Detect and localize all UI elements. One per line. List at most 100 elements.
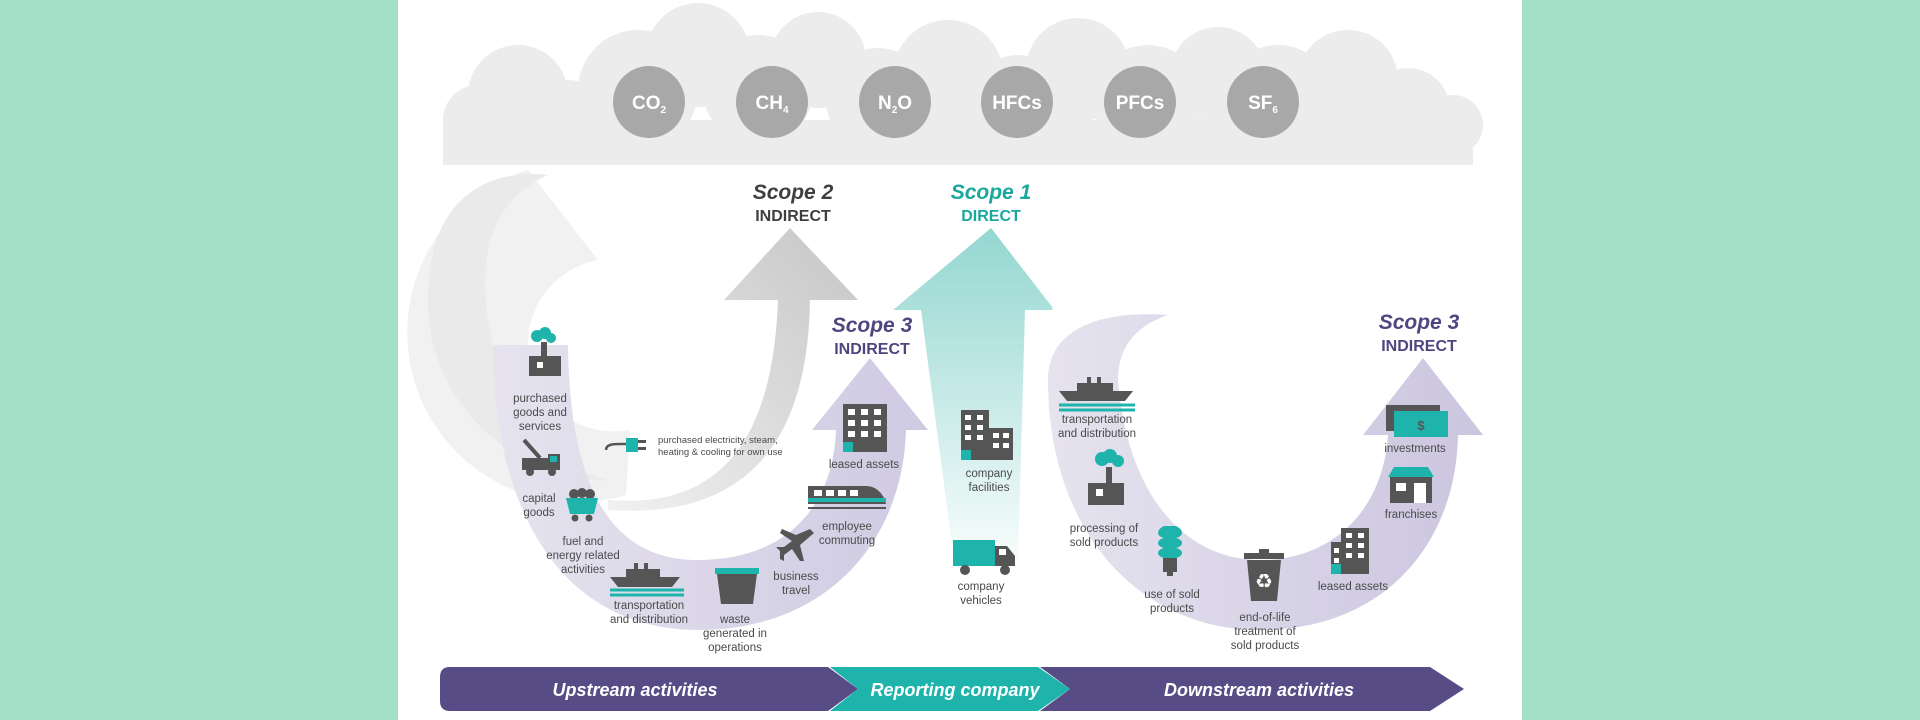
svg-text:Scope 1: Scope 1 xyxy=(951,181,1032,204)
label-purchased-electricity: purchased electricity, steam, heating & … xyxy=(658,435,783,458)
svg-text:waste: waste xyxy=(719,614,750,626)
scope3-upstream-arrow xyxy=(493,345,928,630)
scope2-heading: Scope 2 INDIRECT xyxy=(753,181,834,225)
label-franchises: franchises xyxy=(1385,509,1438,521)
svg-text:INDIRECT: INDIRECT xyxy=(755,208,831,225)
svg-text:heating & cooling for own use: heating & cooling for own use xyxy=(658,447,783,458)
money-icon: $ xyxy=(1386,405,1448,437)
upstream-band xyxy=(440,667,858,711)
svg-text:fuel and: fuel and xyxy=(563,536,604,548)
svg-text:investments: investments xyxy=(1384,443,1446,455)
svg-text:travel: travel xyxy=(782,585,810,597)
reporting-band xyxy=(830,667,1070,711)
svg-text:purchased electricity, steam,: purchased electricity, steam, xyxy=(658,435,778,446)
svg-text:leased assets: leased assets xyxy=(1318,581,1389,593)
svg-text:company: company xyxy=(966,468,1013,480)
gas-sf6: SF6 xyxy=(1227,66,1299,138)
label-capital-goods: capital goods xyxy=(522,493,555,519)
svg-text:capital: capital xyxy=(522,493,555,505)
label-purchased-goods: purchased goods and services xyxy=(513,393,567,433)
activity-band: Upstream activities Reporting company Do… xyxy=(440,667,1464,711)
office-building-icon xyxy=(1331,528,1369,574)
diagram-canvas: CO2 CH4 N2O HFCs PFCs SF6 xyxy=(398,0,1522,720)
svg-text:leased assets: leased assets xyxy=(829,459,900,471)
svg-text:Scope 2: Scope 2 xyxy=(753,181,834,204)
svg-text:transportation: transportation xyxy=(1062,414,1132,426)
airplane-icon xyxy=(776,529,814,561)
gas-hfcs: HFCs xyxy=(981,66,1053,138)
gas-pfcs: PFCs xyxy=(1104,66,1176,138)
svg-text:vehicles: vehicles xyxy=(960,595,1002,607)
truck-icon xyxy=(953,540,1015,575)
factory-icon xyxy=(529,327,561,376)
svg-text:business: business xyxy=(773,571,819,583)
svg-text:$: $ xyxy=(1417,418,1425,433)
label-use-sold: use of sold products xyxy=(1144,589,1200,615)
coal-cart-icon xyxy=(566,488,598,522)
upstream-band-label: Upstream activities xyxy=(552,680,717,700)
svg-text:sold products: sold products xyxy=(1070,537,1139,549)
scope1-arrow xyxy=(893,228,1053,560)
label-employee-commuting: employee commuting xyxy=(819,521,875,547)
svg-text:purchased: purchased xyxy=(513,393,567,405)
scope2-arrow xyxy=(407,170,858,511)
lightbulb-icon xyxy=(1158,526,1182,576)
train-icon xyxy=(808,486,886,509)
svg-text:goods: goods xyxy=(523,507,555,519)
label-company-vehicles: company vehicles xyxy=(958,581,1005,607)
downstream-band-label: Downstream activities xyxy=(1164,680,1354,700)
gas-n2o: N2O xyxy=(859,66,931,138)
downstream-band xyxy=(1040,667,1464,711)
svg-text:and distribution: and distribution xyxy=(610,614,688,626)
cloud-bank xyxy=(443,3,1483,165)
label-investments: investments xyxy=(1384,443,1446,455)
label-leased-assets-downstream: leased assets xyxy=(1318,581,1389,593)
svg-text:SF6: SF6 xyxy=(1248,93,1278,116)
svg-text:INDIRECT: INDIRECT xyxy=(1381,338,1457,355)
svg-text:services: services xyxy=(519,421,561,433)
label-company-facilities: company facilities xyxy=(966,468,1013,494)
svg-text:CO2: CO2 xyxy=(632,93,667,116)
svg-text:Scope 3: Scope 3 xyxy=(1379,311,1460,334)
svg-text:treatment of: treatment of xyxy=(1234,626,1296,638)
ship-icon xyxy=(610,563,684,597)
label-transport-upstream: transportation and distribution xyxy=(610,600,688,626)
office-building-icon xyxy=(843,404,887,452)
crane-truck-icon xyxy=(522,438,560,476)
plug-icon xyxy=(604,438,646,452)
svg-text:company: company xyxy=(958,581,1005,593)
svg-text:generated in: generated in xyxy=(703,628,767,640)
svg-text:end-of-life: end-of-life xyxy=(1239,612,1290,624)
svg-text:use of sold: use of sold xyxy=(1144,589,1200,601)
factory-icon xyxy=(1088,449,1124,505)
svg-text:N2O: N2O xyxy=(878,93,912,116)
company-facilities-icon xyxy=(961,410,1013,460)
scope3-downstream-arrow xyxy=(1048,314,1483,630)
svg-text:employee: employee xyxy=(822,521,872,533)
svg-text:INDIRECT: INDIRECT xyxy=(834,341,910,358)
gas-ch4: CH4 xyxy=(736,66,808,138)
svg-text:♻: ♻ xyxy=(1255,569,1273,593)
label-leased-assets-upstream: leased assets xyxy=(829,459,900,471)
svg-text:HFCs: HFCs xyxy=(992,93,1042,114)
reporting-band-label: Reporting company xyxy=(870,680,1040,700)
label-processing: processing of sold products xyxy=(1070,523,1139,549)
label-fuel-energy: fuel and energy related activities xyxy=(546,536,620,576)
svg-text:activities: activities xyxy=(561,564,605,576)
svg-text:franchises: franchises xyxy=(1385,509,1438,521)
svg-text:facilities: facilities xyxy=(969,482,1010,494)
scope1-heading: Scope 1 DIRECT xyxy=(951,181,1032,225)
svg-text:CH4: CH4 xyxy=(755,93,788,116)
storefront-icon xyxy=(1388,467,1434,503)
label-end-of-life: end-of-life treatment of sold products xyxy=(1231,612,1300,652)
gas-co2: CO2 xyxy=(613,66,685,138)
svg-text:energy related: energy related xyxy=(546,550,620,562)
ghg-scopes-diagram: CO2 CH4 N2O HFCs PFCs SF6 xyxy=(407,3,1483,711)
svg-text:goods and: goods and xyxy=(513,407,567,419)
svg-text:DIRECT: DIRECT xyxy=(961,208,1021,225)
scope3-upstream-heading: Scope 3 INDIRECT xyxy=(832,314,913,358)
gas-circles: CO2 CH4 N2O HFCs PFCs SF6 xyxy=(613,66,1299,138)
waste-bin-icon xyxy=(715,568,759,604)
svg-text:sold products: sold products xyxy=(1231,640,1300,652)
label-business-travel: business travel xyxy=(773,571,819,597)
